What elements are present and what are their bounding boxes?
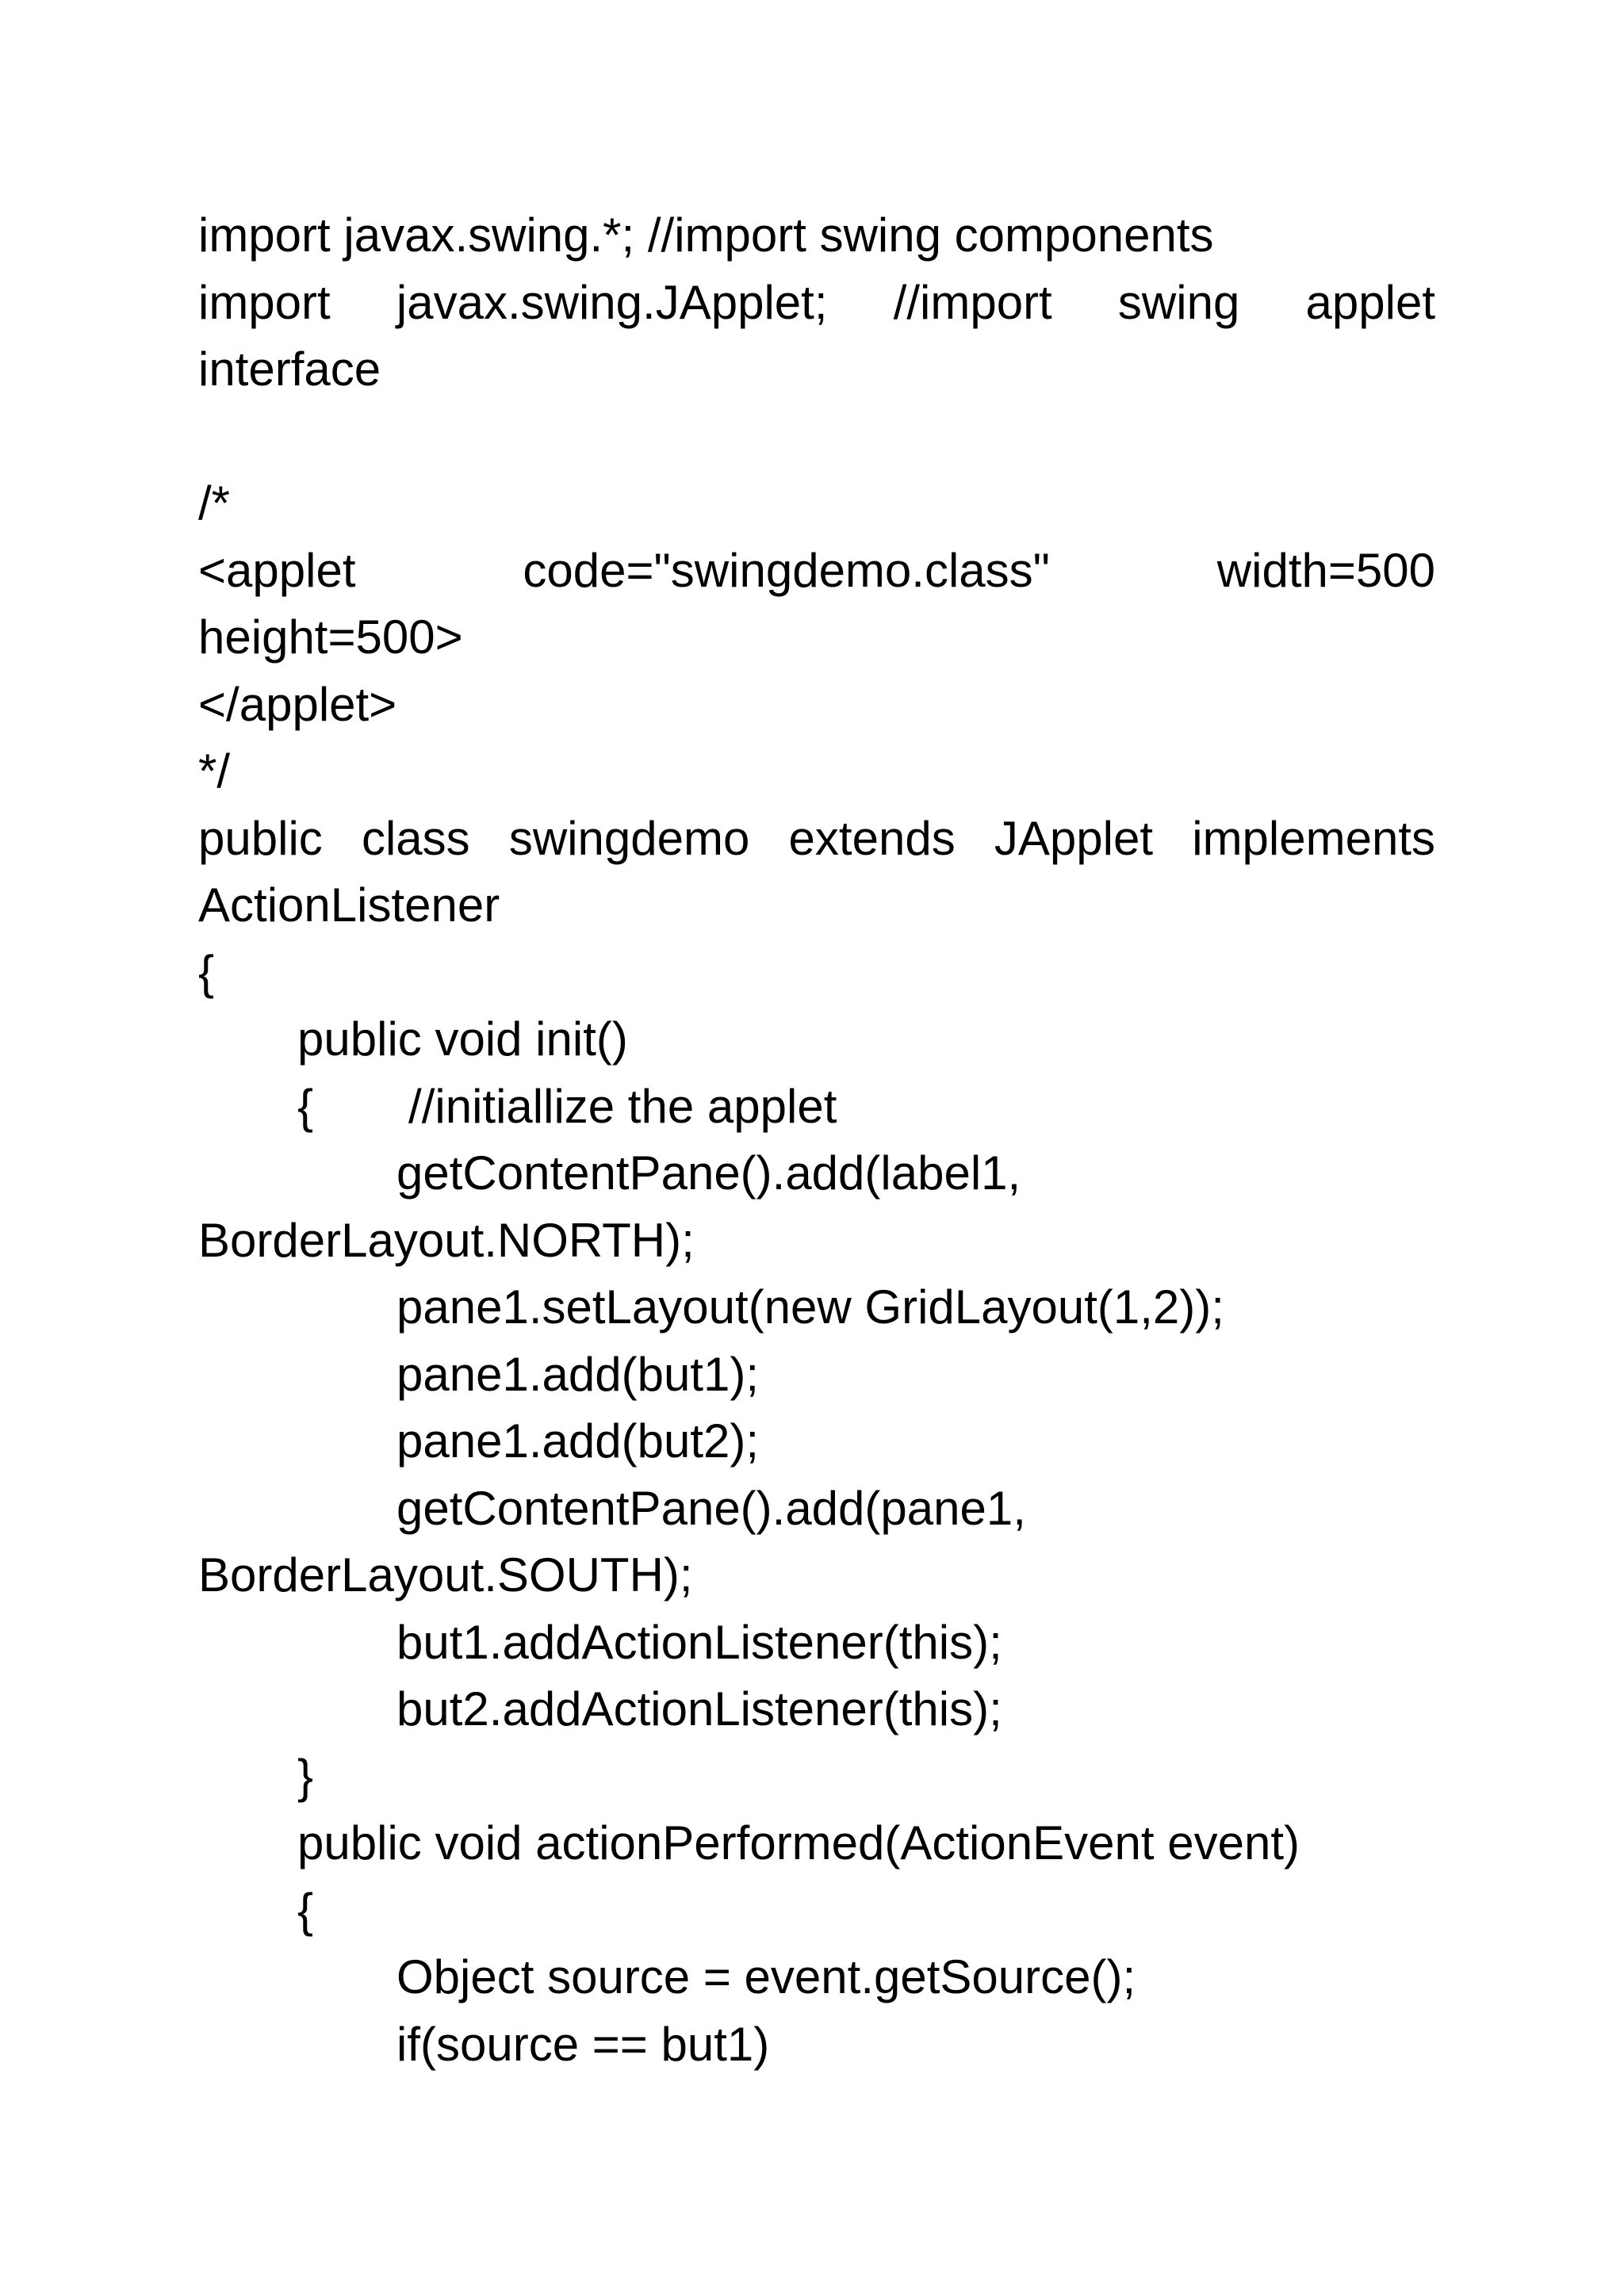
code-line: import javax.swing.*; //import swing com… xyxy=(198,209,1214,262)
code-line: */ xyxy=(198,744,231,798)
blank-line xyxy=(198,404,1435,471)
code-line: ActionListener xyxy=(198,878,500,932)
code-line: /* xyxy=(198,476,231,530)
code-line: height=500> xyxy=(198,610,463,664)
code-line: if(source == but1) xyxy=(396,2017,770,2071)
code-line: { //initiallize the applet xyxy=(297,1079,837,1133)
code-line: import javax.swing.JApplet; //import swi… xyxy=(198,275,1435,329)
code-line: pane1.setLayout(new GridLayout(1,2)); xyxy=(396,1280,1224,1334)
code-line: { xyxy=(198,945,215,999)
code-text-block: import javax.swing.*; //import swing com… xyxy=(198,202,1435,2078)
code-line: Object source = event.getSource(); xyxy=(396,1950,1136,2003)
code-line: <applet code="swingdemo.class" width=500 xyxy=(198,543,1435,597)
code-line: but2.addActionListener(this); xyxy=(396,1682,1002,1735)
code-line: pane1.add(but1); xyxy=(396,1347,760,1401)
code-line: public void init() xyxy=(297,1012,628,1066)
code-line: getContentPane().add(label1, xyxy=(396,1146,1021,1200)
code-line: BorderLayout.SOUTH); xyxy=(198,1548,693,1601)
code-line: BorderLayout.NORTH); xyxy=(198,1213,695,1267)
code-line: } xyxy=(297,1749,314,1803)
code-line: pane1.add(but2); xyxy=(396,1414,760,1468)
code-line: { xyxy=(297,1883,314,1937)
code-line: getContentPane().add(pane1, xyxy=(396,1481,1026,1535)
code-line: but1.addActionListener(this); xyxy=(396,1615,1002,1669)
code-line: public void actionPerformed(ActionEvent … xyxy=(297,1816,1300,1869)
code-line: </applet> xyxy=(198,677,397,731)
code-line: interface xyxy=(198,342,381,396)
code-line: public class swingdemo extends JApplet i… xyxy=(198,811,1435,865)
